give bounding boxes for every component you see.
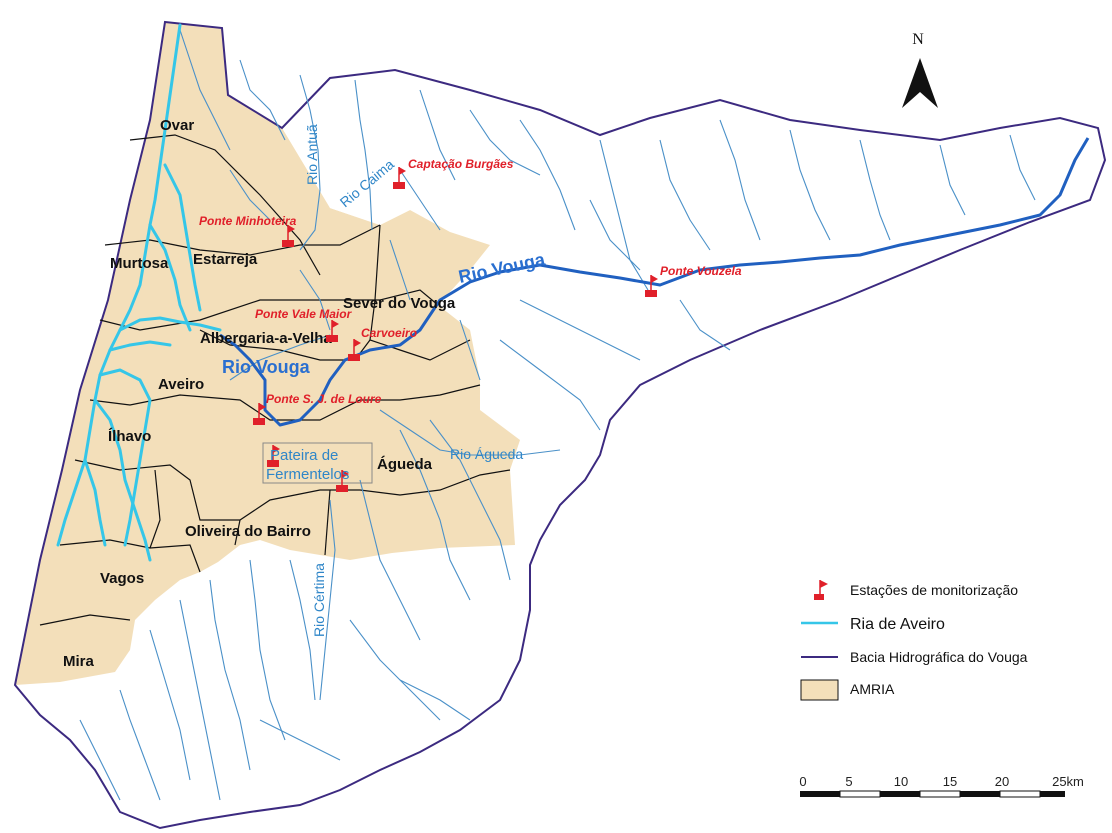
municipality-label: Águeda bbox=[377, 456, 433, 473]
station-markers bbox=[253, 167, 658, 492]
station-marker[interactable] bbox=[348, 339, 361, 361]
scale-tick-label: 0 bbox=[799, 774, 806, 789]
scale-tick-label: 20 bbox=[995, 774, 1009, 789]
station-marker[interactable] bbox=[282, 225, 295, 247]
main-river-label: Rio Vouga bbox=[222, 357, 311, 377]
municipality-label: Vagos bbox=[100, 570, 144, 587]
river-label: Rio Antuã bbox=[304, 124, 320, 185]
legend-stations-label: Estações de monitorização bbox=[850, 582, 1018, 598]
municipality-label: Albergaria-a-Velha bbox=[200, 330, 332, 347]
legend: Estações de monitorização Ria de Aveiro … bbox=[800, 580, 1028, 701]
station-marker[interactable] bbox=[267, 445, 280, 467]
rio-vouga bbox=[219, 137, 1090, 427]
station-label: Carvoeiro bbox=[361, 326, 417, 340]
north-label: N bbox=[912, 31, 924, 48]
station-marker[interactable] bbox=[393, 167, 406, 189]
municipality-label: Ílhavo bbox=[108, 428, 151, 445]
station-label: Ponte Minhoteira bbox=[199, 214, 297, 228]
pateira-label-line2: Fermentelos bbox=[266, 466, 349, 483]
stream-network bbox=[79, 29, 1036, 801]
legend-basin-label: Bacia Hidrográfica do Vouga bbox=[850, 649, 1028, 665]
scale-bar: 0 5 10 15 20 25km bbox=[799, 774, 1084, 798]
station-marker[interactable] bbox=[645, 275, 658, 297]
station-marker[interactable] bbox=[326, 320, 339, 342]
municipality-label: Estarreja bbox=[193, 251, 258, 268]
scale-tick-label: 25km bbox=[1052, 774, 1084, 789]
station-label: Ponte S. J. de Loure bbox=[266, 392, 382, 406]
legend-amria-symbol bbox=[800, 679, 839, 701]
legend-amria-label: AMRIA bbox=[850, 681, 895, 697]
basin-outline bbox=[13, 20, 1107, 830]
municipality-label: Sever do Vouga bbox=[343, 295, 456, 312]
scale-tick-label: 10 bbox=[894, 774, 908, 789]
municipality-label: Ovar bbox=[160, 117, 194, 134]
legend-stations-symbol bbox=[814, 580, 828, 600]
municipality-label: Aveiro bbox=[158, 376, 204, 393]
pateira-label-line1: Pateira de bbox=[270, 447, 338, 464]
station-label: Ponte Vale Maior bbox=[255, 307, 353, 321]
station-marker[interactable] bbox=[336, 470, 349, 492]
legend-ria-label: Ria de Aveiro bbox=[850, 616, 945, 633]
pateira-box bbox=[262, 442, 373, 484]
station-marker[interactable] bbox=[253, 403, 266, 425]
station-label: Captação Burgães bbox=[408, 157, 514, 171]
scale-tick-label: 5 bbox=[845, 774, 852, 789]
ria-de-aveiro bbox=[56, 23, 222, 562]
river-label: Rio Cértima bbox=[311, 563, 327, 637]
station-label: Ponte Vouzela bbox=[660, 264, 742, 278]
municipality-label: Murtosa bbox=[110, 255, 169, 272]
municipality-label: Oliveira do Bairro bbox=[185, 523, 311, 540]
scale-tick-label: 15 bbox=[943, 774, 957, 789]
river-label: Rio Águeda bbox=[450, 446, 523, 462]
municipality-label: Mira bbox=[63, 653, 95, 670]
amria-area bbox=[15, 22, 520, 685]
north-arrow: N bbox=[902, 31, 938, 108]
